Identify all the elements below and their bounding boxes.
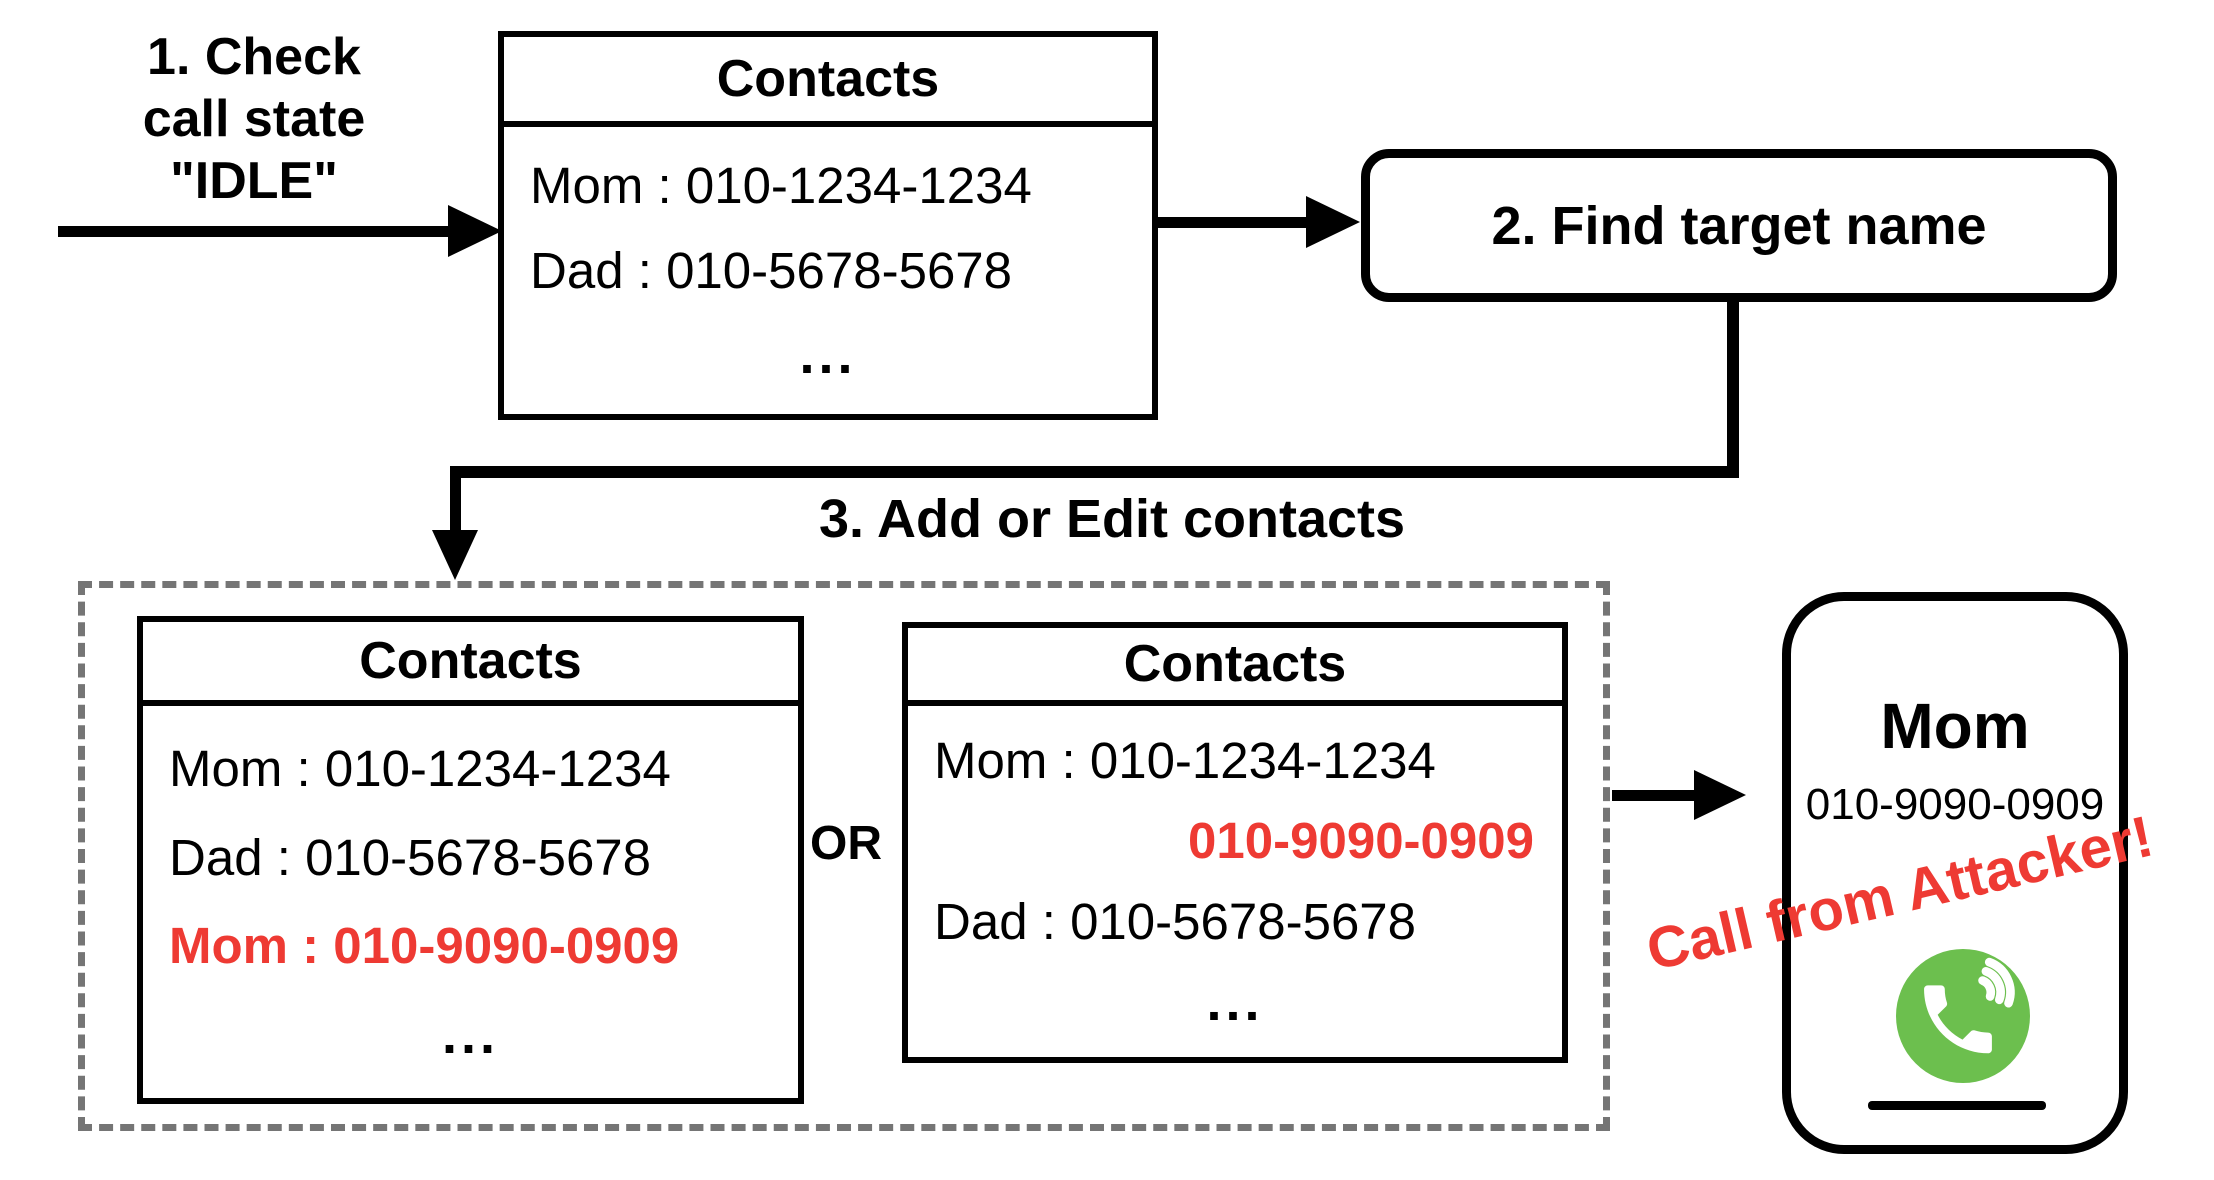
step1-label-line1: 1. Check — [147, 28, 361, 86]
step1-label: 1. Check call state "IDLE" — [28, 26, 480, 212]
caller-name: Mom — [1880, 690, 2030, 762]
step3-label: 3. Add or Edit contacts — [818, 489, 1406, 549]
flow-arrow-1-head — [448, 205, 502, 257]
flow-arrow-2-head — [1306, 196, 1360, 248]
flow-arrow-1-shaft — [58, 226, 450, 237]
or-label: OR — [810, 817, 882, 870]
step2-connector-vertical — [1727, 300, 1739, 478]
contact-row-ellipsis: ... — [799, 324, 857, 385]
flow-arrow-3-head — [1694, 770, 1746, 820]
contact-row-ellipsis: ... — [441, 1004, 499, 1065]
contact-row: Mom : 010-1234-1234 — [169, 740, 671, 798]
step2-box: 2. Find target name — [1361, 149, 2117, 302]
contacts-table-initial-title: Contacts — [504, 37, 1152, 127]
step2-label: 2. Find target name — [1491, 195, 1987, 256]
contact-row-attacker-number: 010-9090-0909 — [1188, 812, 1534, 870]
home-indicator — [1868, 1101, 2046, 1110]
phone-mockup: Mom 010-9090-0909 — [1782, 592, 2128, 1154]
phone-answer-icon — [1896, 949, 2030, 1086]
step3-arrow-shaft — [450, 478, 461, 532]
attack-options-region — [78, 581, 1610, 1131]
step1-label-line3: "IDLE" — [170, 152, 338, 210]
contact-row: Dad : 010-5678-5678 — [169, 828, 652, 886]
contact-row-attacker-number: Mom : 010-9090-0909 — [169, 917, 680, 975]
call-answer-button[interactable] — [1896, 949, 2030, 1083]
contacts-table-added: Contacts Mom : 010-1234-1234 010-9090-090… — [902, 622, 1568, 1063]
contact-row: Dad : 010-5678-5678 — [934, 892, 1417, 950]
step1-label-line2: call state — [142, 90, 366, 148]
contacts-table-added-title: Contacts — [908, 628, 1562, 706]
step3-arrow-head — [432, 530, 478, 580]
contact-row: Mom : 010-1234-1234 — [530, 157, 1032, 215]
flow-arrow-3-shaft — [1612, 790, 1696, 801]
contact-row: Dad : 010-5678-5678 — [530, 241, 1013, 299]
contact-row: Mom : 010-1234-1234 — [934, 732, 1436, 790]
contact-row-ellipsis: ... — [1206, 971, 1264, 1032]
flow-arrow-2-shaft — [1158, 217, 1308, 228]
contacts-table-edited-title: Contacts — [143, 622, 798, 706]
caller-number: 010-9090-0909 — [1805, 780, 2105, 829]
step2-connector-horizontal — [450, 466, 1739, 478]
